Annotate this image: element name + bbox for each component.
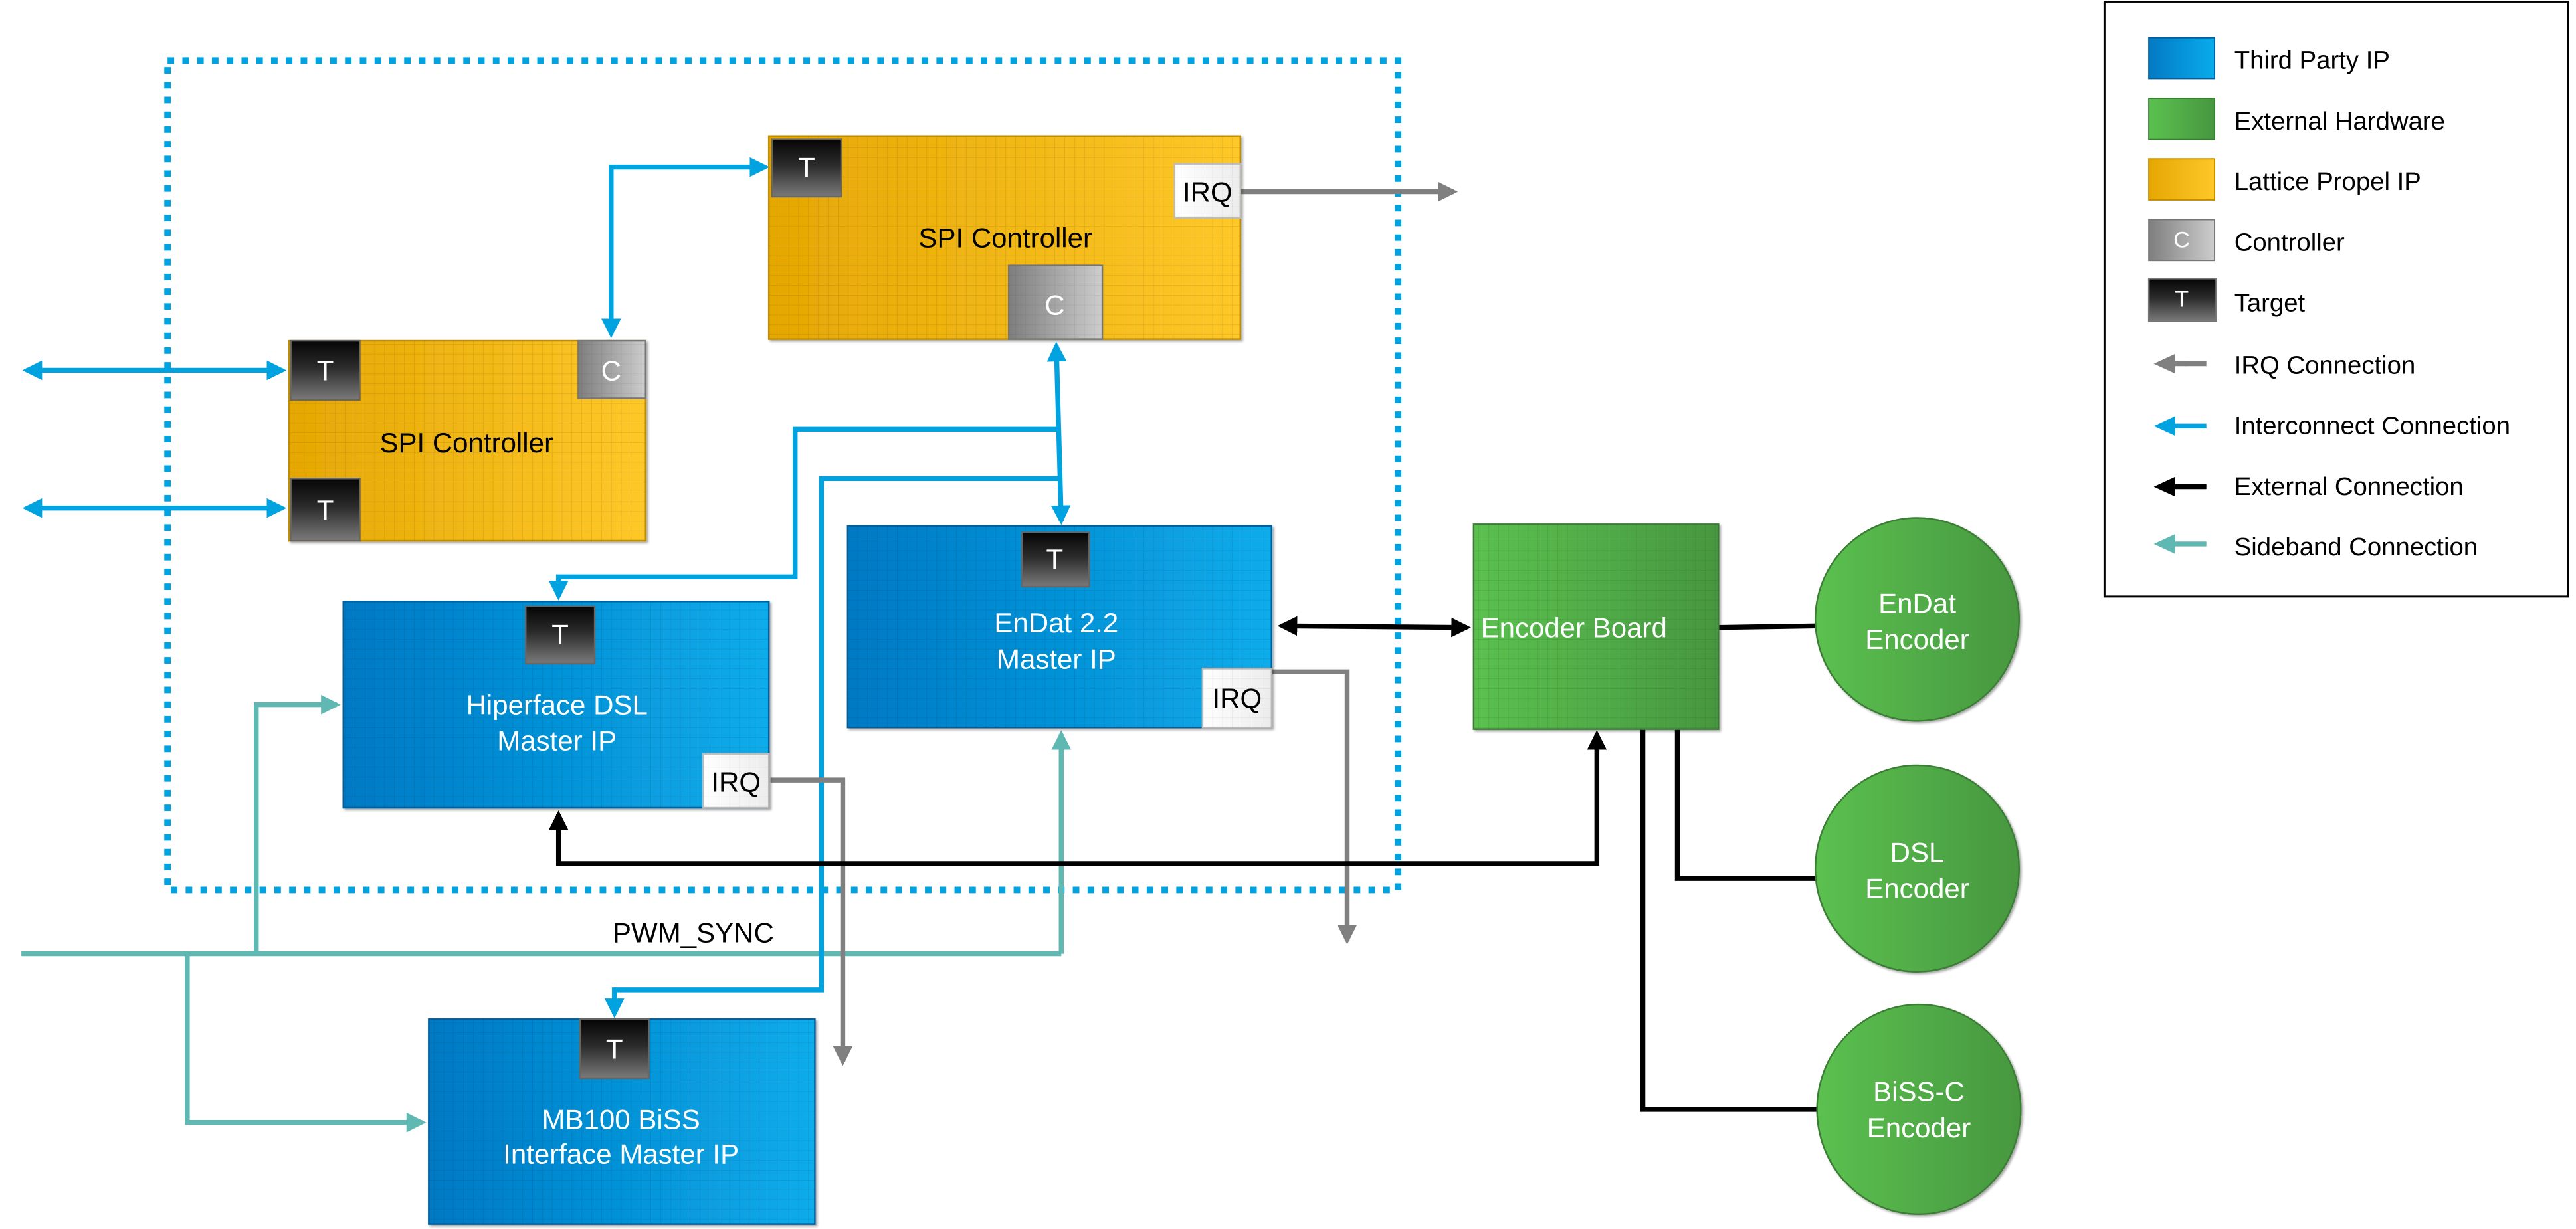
hiperface-label-2: Master IP [497, 725, 617, 757]
sideband-to-mb100 [185, 953, 427, 1133]
svg-text:Target: Target [2234, 289, 2306, 318]
spi-top-controller-port[interactable]: C [1007, 264, 1104, 340]
mb100-label-2: Interface Master IP [503, 1138, 739, 1169]
dsl-encoder[interactable]: DSL Encoder [1814, 764, 2021, 973]
svg-text:C: C [1044, 290, 1064, 321]
board-to-bissc-encoder [1640, 729, 1819, 1112]
svg-text:Third Party IP: Third Party IP [2234, 47, 2390, 75]
svg-text:T: T [798, 151, 815, 183]
spi-left-label: SPI Controller [379, 427, 553, 458]
board-to-endat-encoder [1718, 623, 1817, 630]
irq-endat [1271, 669, 1357, 945]
svg-text:T: T [317, 494, 334, 525]
encoder-board-label: Encoder Board [1481, 613, 1667, 644]
svg-text:Controller: Controller [2234, 228, 2345, 256]
top-c-to-endat-t [1046, 341, 1071, 525]
legend-item-external-connection: External Connection [2153, 472, 2464, 501]
pwm-sync-label: PWM_SYNC [613, 917, 774, 948]
endat-master-ip[interactable]: EnDat 2.2 Master IP T IRQ [846, 525, 1273, 729]
endat-encoder[interactable]: EnDat Encoder [1814, 517, 2021, 722]
svg-text:IRQ: IRQ [1183, 176, 1233, 207]
svg-text:External Hardware: External Hardware [2234, 107, 2445, 136]
legend-item-irq-connection: IRQ Connection [2153, 351, 2416, 379]
svg-text:C: C [601, 355, 621, 386]
dsl-encoder-label-1: DSL [1890, 837, 1945, 868]
bissc-encoder[interactable]: BiSS-C Encoder [1816, 1003, 2022, 1216]
spi-controller-left[interactable]: SPI Controller T T C [288, 339, 646, 542]
spi-controller-top[interactable]: SPI Controller T IRQ C [767, 135, 1242, 340]
encoder-board[interactable]: Encoder Board [1472, 523, 1720, 730]
legend-item-external-hardware: External Hardware [2148, 98, 2445, 140]
sideband-to-hiperface [254, 694, 341, 954]
spi-top-irq-port[interactable]: IRQ [1173, 163, 1242, 219]
legend-swatch-controller [2148, 219, 2216, 262]
legend: Third Party IP External Hardware Lattice… [2103, 0, 2569, 598]
encoder-board-to-hiperface [548, 730, 1607, 866]
sideband-connections [21, 694, 1072, 1133]
hiperface-label-1: Hiperface DSL [466, 690, 648, 721]
svg-text:T: T [317, 355, 334, 386]
svg-text:T: T [551, 618, 569, 650]
svg-text:T: T [1046, 543, 1064, 575]
bissc-encoder-label-2: Encoder [1867, 1112, 1971, 1143]
legend-swatch-third-party-ip [2148, 37, 2216, 80]
svg-text:Sideband Connection: Sideband Connection [2234, 533, 2478, 561]
legend-swatch-target [2147, 278, 2217, 322]
legend-item-interconnect-connection: Interconnect Connection [2153, 412, 2510, 440]
svg-text:T: T [2175, 286, 2189, 312]
endat-encoder-label-2: Encoder [1865, 624, 1969, 655]
legend-swatch-external-hardware [2148, 98, 2216, 140]
legend-item-lattice-propel-ip: Lattice Propel IP [2148, 158, 2421, 201]
hiperface-target-port[interactable]: T [524, 605, 596, 665]
spi-top-label: SPI Controller [918, 223, 1092, 254]
endat-to-encoder-board [1277, 616, 1471, 638]
hiperface-irq-port[interactable]: IRQ [702, 753, 770, 809]
svg-text:IRQ: IRQ [1212, 683, 1262, 714]
bissc-encoder-label-1: BiSS-C [1873, 1076, 1965, 1107]
board-to-dsl-encoder [1674, 729, 1819, 881]
legend-swatch-lattice-propel-ip [2148, 158, 2216, 201]
interconnect-connections [22, 157, 1071, 1018]
endat-encoder-label-1: EnDat [1878, 588, 1956, 619]
svg-text:T: T [606, 1034, 623, 1065]
legend-item-third-party-ip: Third Party IP [2148, 37, 2390, 80]
spi-left-controller-port[interactable]: C [577, 339, 646, 399]
svg-text:IRQ: IRQ [711, 766, 761, 797]
endat-label-2: Master IP [997, 643, 1116, 674]
dsl-encoder-label-2: Encoder [1865, 873, 1969, 904]
mb100-label-1: MB100 BiSS [542, 1104, 700, 1135]
bus-to-mb100-t [604, 476, 1060, 1018]
mb100-biss-master-ip[interactable]: MB100 BiSS Interface Master IP T [428, 1018, 816, 1225]
endat-target-port[interactable]: T [1021, 531, 1090, 588]
legend-item-sideband-connection: Sideband Connection [2153, 533, 2478, 561]
mb100-target-port[interactable]: T [579, 1018, 650, 1080]
legend-item-controller: C Controller [2148, 219, 2345, 262]
spi-top-target-port[interactable]: T [771, 138, 842, 198]
left-c-to-top-t [601, 157, 770, 339]
endat-irq-port[interactable]: IRQ [1201, 668, 1273, 729]
svg-text:C: C [2173, 228, 2190, 253]
svg-text:Lattice Propel IP: Lattice Propel IP [2234, 167, 2421, 196]
svg-text:IRQ Connection: IRQ Connection [2234, 351, 2416, 379]
spi-left-target-port-2[interactable]: T [290, 478, 361, 542]
bus-to-hiperface-t [548, 426, 1058, 601]
spi-left-target-port-1[interactable]: T [290, 339, 361, 401]
legend-item-target: T Target [2147, 278, 2306, 322]
external-connections [548, 616, 1819, 1112]
svg-text:Interconnect Connection: Interconnect Connection [2234, 412, 2510, 440]
fpga-boundary [164, 57, 1402, 894]
hiperface-dsl-master-ip[interactable]: Hiperface DSL Master IP T IRQ [342, 601, 770, 809]
svg-text:External Connection: External Connection [2234, 472, 2464, 501]
endat-label-1: EnDat 2.2 [994, 607, 1118, 638]
